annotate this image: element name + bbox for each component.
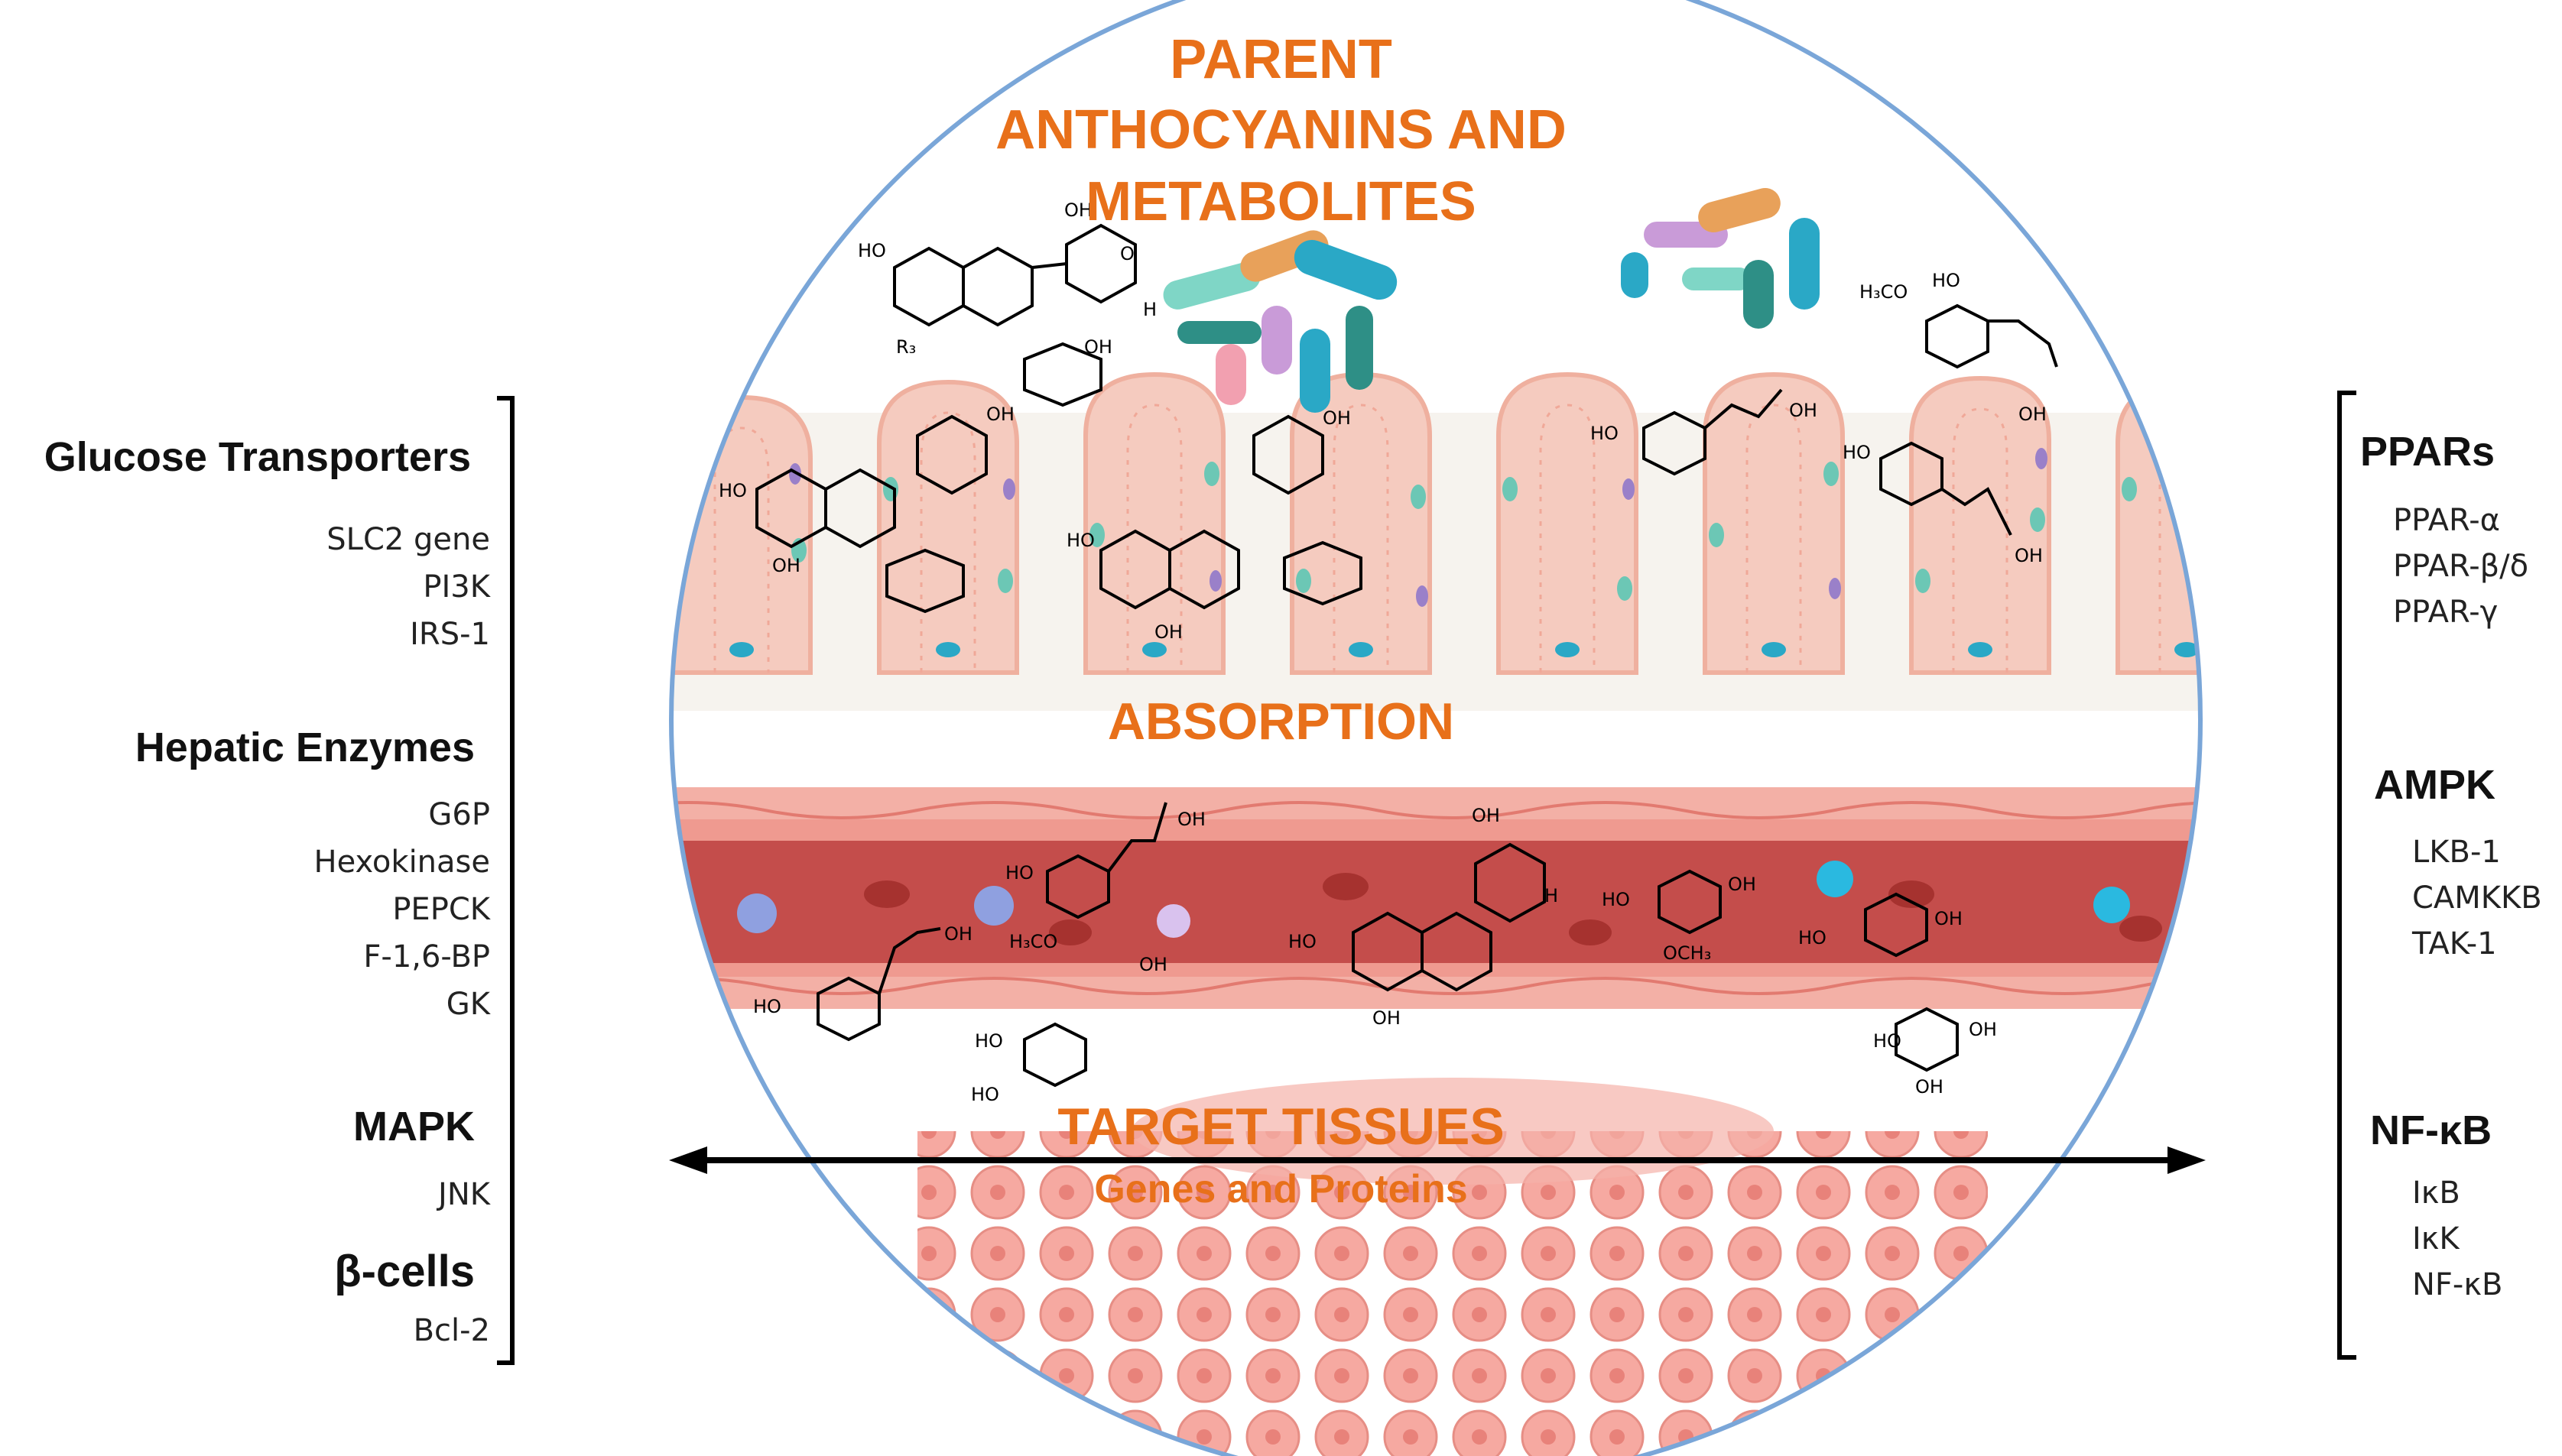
target-tissues-label: TARGET TISSUES: [1057, 1098, 1505, 1156]
group-heading: NF-κB: [2370, 1107, 2492, 1153]
title-line-3: METABOLITES: [1086, 171, 1476, 232]
group-item: IκK: [2412, 1221, 2460, 1257]
group-item: GK: [446, 987, 490, 1022]
chemical-labels: HO OH O H R₃ OH H₃CO HO OH HO OH HO OH H…: [719, 199, 2047, 1105]
svg-text:HO: HO: [753, 996, 781, 1017]
svg-text:OH: OH: [1969, 1019, 1997, 1040]
svg-text:HO: HO: [1843, 442, 1871, 463]
svg-text:H: H: [1544, 885, 1558, 906]
platelet: [2093, 887, 2130, 923]
group-heading: MAPK: [353, 1104, 475, 1150]
circle-border: [669, 0, 2203, 1456]
svg-text:HO: HO: [719, 480, 747, 501]
svg-text:OH: OH: [1323, 407, 1351, 429]
group-item: F-1,6-BP: [363, 939, 490, 974]
group-heading: Hepatic Enzymes: [135, 725, 475, 770]
svg-text:HO: HO: [1067, 530, 1095, 551]
svg-text:HO: HO: [1602, 889, 1630, 910]
svg-text:OH: OH: [1154, 621, 1183, 643]
right-bracket: [2337, 391, 2356, 1360]
group-item: Hexokinase: [313, 845, 491, 880]
white-blood-cell: [737, 893, 777, 933]
target-sublabel: Genes and Proteins: [1094, 1167, 1468, 1211]
svg-text:OH: OH: [986, 404, 1015, 425]
svg-text:O: O: [1120, 243, 1135, 264]
svg-text:HO: HO: [971, 1084, 999, 1105]
svg-text:OH: OH: [1139, 954, 1167, 975]
svg-text:OH: OH: [1472, 805, 1500, 826]
svg-text:R₃: R₃: [896, 336, 916, 358]
group-item: PPAR-γ: [2393, 595, 2499, 630]
double-arrow: [669, 1146, 2206, 1174]
blood-vessel: [671, 787, 2200, 1009]
svg-text:OH: OH: [1915, 1076, 1943, 1098]
gut-microbiota-left: [1163, 230, 1398, 413]
svg-text:OH: OH: [1728, 874, 1756, 895]
svg-text:HO: HO: [1932, 270, 1960, 291]
svg-text:OH: OH: [2018, 404, 2047, 425]
svg-text:HO: HO: [1005, 862, 1034, 884]
group-item: LKB-1: [2412, 835, 2501, 870]
group-item: IRS-1: [410, 617, 490, 652]
group-heading: AMPK: [2374, 762, 2495, 808]
svg-text:H₃CO: H₃CO: [1009, 931, 1057, 952]
platelet: [1817, 861, 1853, 897]
svg-text:OH: OH: [944, 923, 973, 945]
svg-text:OH: OH: [1064, 199, 1093, 221]
svg-text:H: H: [1143, 299, 1157, 320]
left-bracket: [497, 396, 515, 1365]
group-item: PPAR-β/δ: [2393, 549, 2529, 584]
group-item: PPAR-α: [2393, 503, 2501, 538]
group-item: PEPCK: [392, 892, 490, 927]
svg-text:OH: OH: [772, 555, 800, 576]
svg-text:OH: OH: [1934, 908, 1963, 929]
svg-text:HO: HO: [858, 240, 886, 261]
svg-text:HO: HO: [1873, 1030, 1901, 1052]
group-heading: PPARs: [2360, 429, 2495, 475]
group-item: NF-κB: [2412, 1267, 2503, 1302]
group-heading: β-cells: [334, 1247, 475, 1296]
svg-text:OH: OH: [1084, 336, 1112, 358]
group-item: CAMKKB: [2412, 880, 2542, 916]
group-heading: Glucose Transporters: [44, 434, 471, 480]
chemical-structures: [755, 223, 2058, 1088]
group-item: TAK-1: [2412, 926, 2497, 961]
title-line-2: ANTHOCYANINS AND: [995, 99, 1567, 161]
svg-text:HO: HO: [1590, 423, 1619, 444]
group-item: JNK: [438, 1177, 490, 1212]
group-item: Bcl-2: [413, 1313, 490, 1348]
svg-text:OH: OH: [1177, 809, 1206, 830]
group-item: SLC2 gene: [326, 522, 490, 557]
svg-text:OH: OH: [1372, 1007, 1401, 1029]
group-item: PI3K: [423, 569, 490, 605]
title-line-1: PARENT: [1170, 29, 1392, 90]
svg-text:OH: OH: [1789, 400, 1817, 421]
svg-text:HO: HO: [1288, 931, 1317, 952]
svg-text:H₃CO: H₃CO: [1859, 281, 1908, 303]
svg-text:OH: OH: [2015, 545, 2043, 566]
group-item: IκB: [2412, 1176, 2460, 1211]
svg-text:HO: HO: [1798, 927, 1827, 949]
gut-microbiota-right: [1621, 187, 1820, 329]
svg-text:OCH₃: OCH₃: [1663, 942, 1711, 964]
group-item: G6P: [428, 797, 490, 832]
white-blood-cell: [974, 886, 1014, 926]
absorption-label: ABSORPTION: [1107, 692, 1455, 751]
white-blood-cell: [1157, 904, 1190, 938]
svg-text:HO: HO: [975, 1030, 1003, 1052]
